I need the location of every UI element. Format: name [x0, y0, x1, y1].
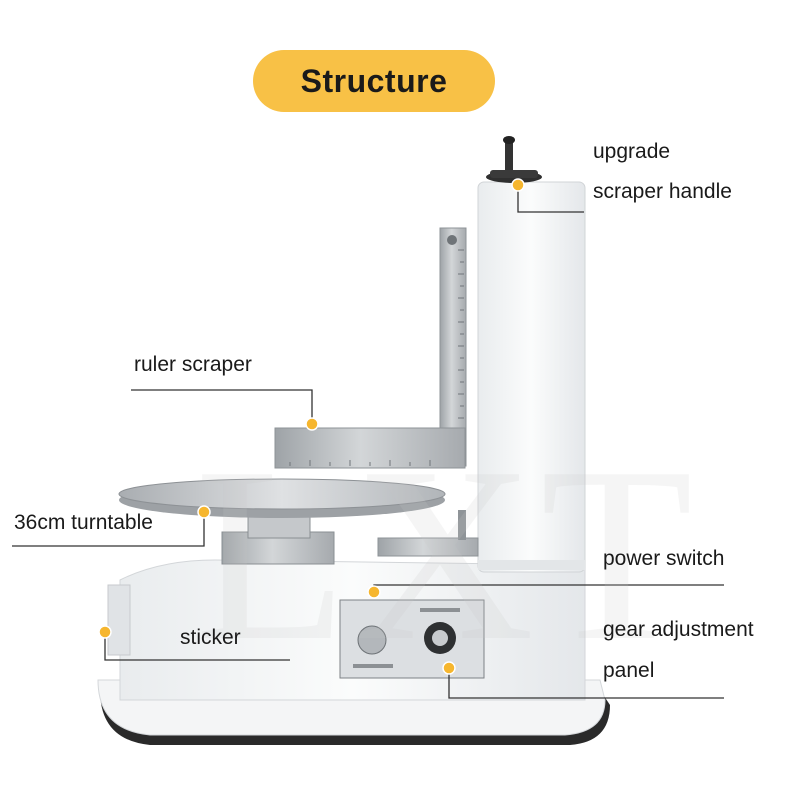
marker-dot-sticker	[98, 625, 112, 639]
marker-dot-handle	[511, 178, 525, 192]
title-banner: Structure	[253, 50, 495, 112]
label-ruler-scraper: ruler scraper	[134, 353, 252, 376]
marker-dots	[98, 178, 525, 675]
leader-line-handle	[517, 185, 584, 213]
scraper-handle-knob	[486, 136, 542, 183]
marker-dot-power	[367, 585, 381, 599]
page-title: Structure	[300, 62, 448, 99]
marker-dot-gear	[442, 661, 456, 675]
label-turntable: 36cm turntable	[14, 511, 153, 534]
label-panel: panel	[603, 659, 655, 682]
watermark-logo: LXT	[195, 416, 699, 693]
marker-dot-ruler	[305, 417, 319, 431]
label-scraper-handle: scraper handle	[593, 180, 732, 203]
leader-line-gear	[448, 668, 724, 699]
leader-line-sticker	[104, 632, 290, 661]
leader-line-turntable	[12, 512, 205, 547]
label-power-switch: power switch	[603, 547, 725, 570]
ruler-scraper-part	[274, 227, 479, 557]
vertical-column	[477, 181, 586, 573]
label-gear-adjustment: gear adjustment	[603, 618, 754, 641]
label-upgrade: upgrade	[593, 140, 671, 163]
label-sticker: sticker	[180, 626, 241, 649]
leader-line-ruler	[131, 389, 313, 424]
control-panel-part	[339, 599, 485, 679]
marker-dot-turntable	[197, 505, 211, 519]
